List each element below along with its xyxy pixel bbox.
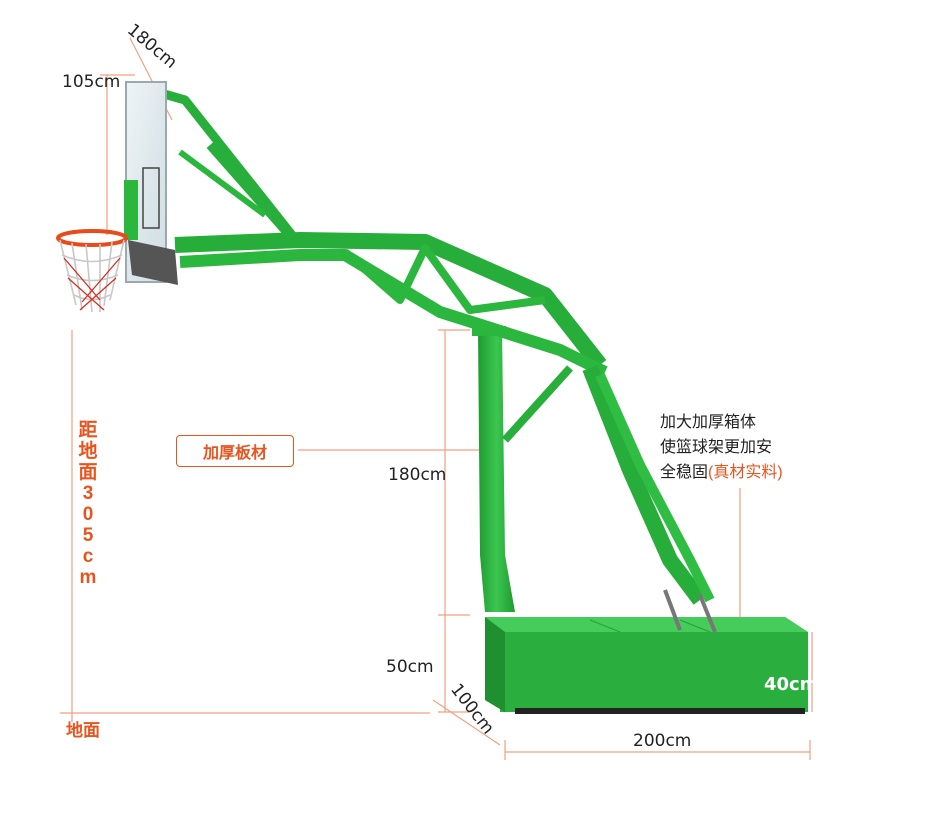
desc-line-3: 全稳固 — [660, 464, 709, 481]
ballast-base — [485, 617, 808, 714]
boom-arm — [148, 85, 717, 633]
dim-base-height-front: 50cm — [386, 657, 434, 677]
desc-line-1: 加大加厚箱体 — [660, 414, 757, 431]
feature-description: 加大加厚箱体 使篮球架更加安 全稳固(真材实料) — [660, 410, 783, 485]
dim-rim-height: 距地面305cm — [78, 420, 98, 588]
main-post — [472, 326, 515, 612]
dim-base-length: 200cm — [633, 731, 692, 751]
dim-base-height-back: 40cm — [764, 674, 819, 695]
thick-plate-callout: 加厚板材 — [176, 435, 294, 467]
dim-backboard-height: 105cm — [62, 72, 121, 92]
hoop — [56, 229, 128, 313]
dim-post-height: 180cm — [388, 465, 447, 485]
desc-line-3-wrap: 全稳固(真材实料) — [660, 460, 783, 485]
desc-paren: (真材实料) — [708, 464, 783, 481]
backboard — [124, 81, 178, 285]
desc-line-2: 使篮球架更加安 — [660, 439, 773, 456]
dimension-lines — [60, 37, 813, 760]
ground-label: 地面 — [66, 721, 100, 741]
